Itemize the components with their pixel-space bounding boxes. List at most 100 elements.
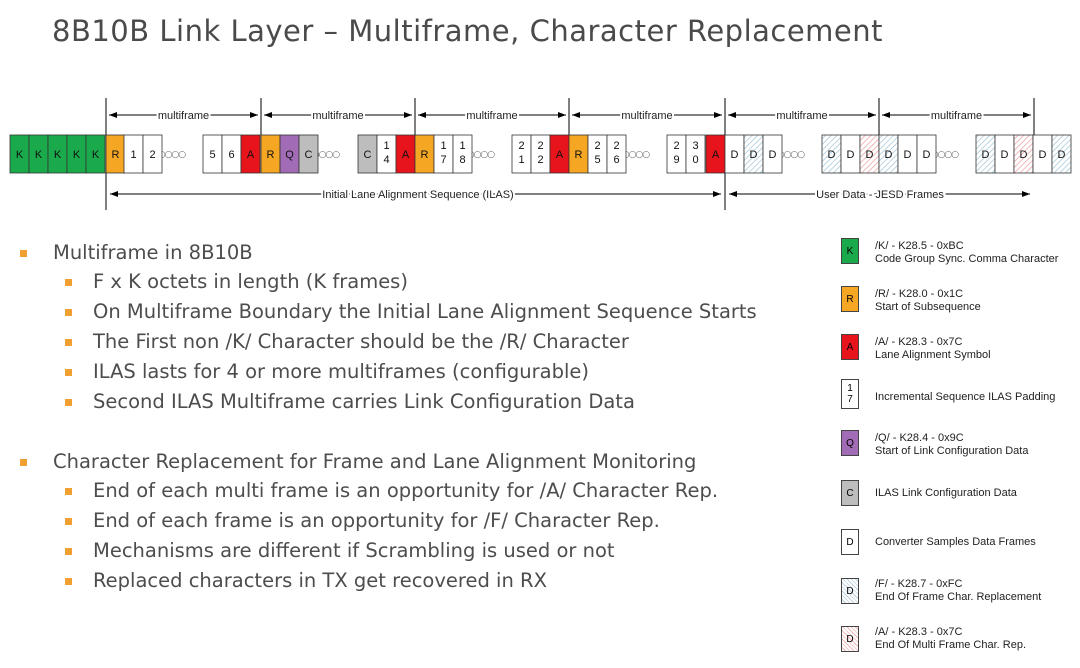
char-cell-label: 2 — [518, 140, 524, 152]
char-cell: A — [395, 134, 416, 174]
char-cell-label: 2 — [537, 154, 543, 166]
char-cell-label: K — [54, 149, 62, 161]
char-cell: 5 — [202, 134, 223, 174]
sub-bullet: End of each frame is an opportunity for … — [20, 506, 757, 536]
sub-bullet: F x K octets in length (K frames) — [20, 267, 757, 297]
char-cell-label: C — [305, 149, 313, 161]
ellipsis: ○○○○○ — [770, 150, 805, 160]
legend-swatch: D — [841, 529, 859, 555]
char-cell: A — [705, 134, 726, 174]
char-cell: K — [9, 134, 30, 174]
multiframe-label: multiframe — [312, 110, 363, 122]
char-cell: D — [897, 134, 918, 174]
char-cell-label: A — [402, 149, 410, 161]
char-cell-label: C — [364, 149, 372, 161]
char-cell-label: D — [923, 149, 931, 161]
char-cell: D — [1032, 134, 1053, 174]
sub-bullet: ILAS lasts for 4 or more multiframes (co… — [20, 357, 757, 387]
char-cell-box — [762, 134, 783, 174]
char-cell-label: 3 — [692, 140, 698, 152]
char-cell-label: K — [73, 149, 81, 161]
multiframe-diagram: ○○○○○○○○○○○○○○○○○○○○○○○○○○○○○○multiframe… — [9, 98, 1072, 210]
char-cell: 6 — [221, 134, 242, 174]
legend-swatch: R — [841, 286, 859, 312]
legend-swatch-digit: 1 — [847, 383, 853, 394]
char-cell-label: 6 — [228, 149, 234, 161]
legend-swatch: D — [841, 626, 859, 652]
char-cell-label: D — [750, 149, 758, 161]
char-cell-label: 2 — [613, 140, 619, 152]
bullet-character-replacement: Character Replacement for Frame and Lane… — [20, 447, 757, 476]
char-cell-box — [606, 134, 627, 174]
char-cell-box — [1051, 134, 1072, 174]
char-cell: C — [357, 134, 378, 174]
char-cell: D — [916, 134, 937, 174]
char-cell-label: R — [267, 149, 275, 161]
char-cell: R — [414, 134, 435, 174]
char-cell-label: D — [828, 149, 836, 161]
char-cell-label: 1 — [130, 149, 136, 161]
char-cell-box — [685, 134, 706, 174]
char-cell-label: D — [982, 149, 990, 161]
char-cell: D — [762, 134, 783, 174]
char-cell-label: 1 — [440, 140, 446, 152]
char-cell-label: R — [575, 149, 583, 161]
ellipsis: ○○○○○ — [305, 150, 340, 160]
bullet-list: Multiframe in 8B10B F x K octets in leng… — [20, 238, 757, 596]
char-cell: 26 — [606, 134, 627, 174]
char-cell-label: K — [35, 149, 43, 161]
char-cell-label: 4 — [383, 154, 389, 166]
char-cell: R — [260, 134, 281, 174]
char-cell: 25 — [587, 134, 608, 174]
char-cell: K — [28, 134, 49, 174]
char-cell-box — [916, 134, 937, 174]
multiframe-label: multiframe — [466, 110, 517, 122]
legend-text: ILAS Link Configuration Data — [875, 487, 1017, 499]
char-cell-label: 0 — [692, 154, 698, 166]
char-cell: D — [975, 134, 996, 174]
char-cell: D — [724, 134, 745, 174]
char-cell: 21 — [511, 134, 532, 174]
char-cell: Q — [279, 134, 300, 174]
legend-text: Converter Samples Data Frames — [875, 536, 1036, 548]
char-cell-box — [85, 134, 106, 174]
char-cell-box — [298, 134, 319, 174]
ilas-label: Initial Lane Alignment Sequence (ILAS) — [322, 189, 513, 201]
legend-swatch: C — [841, 480, 859, 506]
char-cell-label: A — [247, 149, 255, 161]
sub-bullet: Replaced characters in TX get recovered … — [20, 566, 757, 596]
char-cell-label: D — [1058, 149, 1066, 161]
char-cell-label: D — [866, 149, 874, 161]
legend-swatch: A — [841, 334, 859, 360]
char-cell: 29 — [666, 134, 687, 174]
ellipsis: ○○○○○ — [924, 150, 959, 160]
char-cell-label: R — [112, 149, 120, 161]
char-cell-label: D — [1001, 149, 1009, 161]
char-cell-box — [240, 134, 261, 174]
char-cell: 17 — [433, 134, 454, 174]
sub-bullet: End of each multi frame is an opportunit… — [20, 476, 757, 506]
legend-item-d: D Converter Samples Data Frames — [840, 522, 1080, 562]
char-cell: D — [840, 134, 861, 174]
multiframe-label: multiframe — [158, 110, 209, 122]
char-cell-label: D — [847, 149, 855, 161]
char-cell: D — [743, 134, 764, 174]
char-cell: A — [240, 134, 261, 174]
char-cell-label: 9 — [673, 154, 679, 166]
char-cell: K — [85, 134, 106, 174]
ellipsis: ○○○○○ — [615, 150, 650, 160]
char-cell-label: D — [769, 149, 777, 161]
char-cell: D — [1051, 134, 1072, 174]
char-cell: A — [549, 134, 570, 174]
char-cell: D — [994, 134, 1015, 174]
char-cell: 1 — [123, 134, 144, 174]
char-cell: 18 — [452, 134, 473, 174]
